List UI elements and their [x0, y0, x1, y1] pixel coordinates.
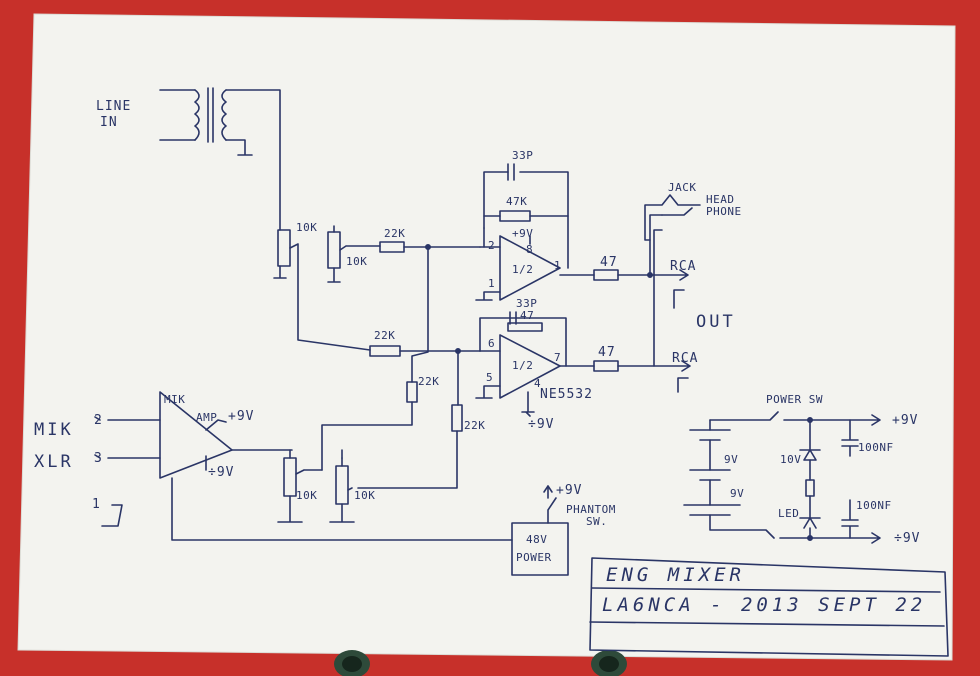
phantom-power-symbol — [511, 485, 569, 576]
phantom-power-box-1: 48V — [526, 533, 548, 546]
line-in-transformer — [159, 87, 281, 231]
bottom-opamp-minus9: ÷9V — [528, 417, 555, 432]
opamp-part-number: NE5532 — [540, 387, 593, 402]
top-opamp-pin8: 8 — [526, 243, 534, 256]
phantom-sw-label-1: PHANTOM — [566, 503, 616, 516]
headphone-label-2: PHONE — [706, 205, 742, 218]
ground-pin-symbol — [101, 504, 123, 527]
mik-amp-symbol — [94, 391, 513, 541]
phantom-power-box-2: POWER — [516, 551, 552, 564]
bottom-opamp-pin6: 6 — [488, 337, 496, 350]
pot-top-right-symbol — [327, 225, 381, 283]
bottom-opamp-pin5: 5 — [486, 371, 494, 384]
opamp-bottom-symbol — [475, 311, 595, 417]
resistor-47k-top-value: 47K — [506, 195, 528, 208]
zener-label: 10V — [780, 453, 802, 466]
title-line-2: LA6NCA - 2013 SEPT 22 — [602, 594, 927, 616]
pot-top-right-value: 10K — [346, 255, 368, 268]
pot-bottom-right-value: 10K — [354, 489, 376, 502]
headphone-jack-symbol — [644, 194, 701, 241]
resistor-22k-top-value: 22K — [384, 227, 406, 240]
resistor-47-bottom-fb-value: 47 — [520, 309, 535, 322]
resistor-47-out-bottom-value: 47 — [598, 345, 616, 360]
xlr-pin-label: 3 — [94, 451, 103, 466]
cap-bottom-label: 100NF — [856, 499, 892, 512]
power-switch-label: POWER SW — [766, 393, 823, 406]
pot-top-left-symbol — [273, 229, 371, 351]
binder-clip-right — [591, 650, 627, 676]
title-block-frame — [589, 557, 949, 657]
mik-amp-minus9: ÷9V — [208, 465, 235, 480]
opamp-top-half-label: 1/2 — [512, 263, 534, 276]
top-opamp-pin2: 2 — [488, 239, 496, 252]
cap-top-label: 100NF — [858, 441, 894, 454]
resistor-47-out-top-symbol — [593, 214, 689, 281]
mik-amp-plus9: +9V — [228, 409, 255, 424]
opamp-top-symbol — [475, 163, 595, 301]
rca-top-label: RCA — [670, 259, 697, 274]
mik-input-label: MIK — [34, 420, 74, 440]
pot-bottom-left-symbol — [277, 449, 323, 523]
top-opamp-pin1: 1 — [554, 259, 562, 272]
pot-bottom-right-symbol — [329, 449, 355, 523]
headphone-label-1: HEAD — [706, 193, 735, 206]
out-label: OUT — [696, 312, 736, 332]
resistor-22k-right-vertical-symbol — [357, 350, 463, 489]
resistor-47-out-top-value: 47 — [600, 255, 618, 270]
pot-bottom-left-value: 10K — [296, 489, 318, 502]
mik-amp-label-1: MIK — [164, 393, 186, 406]
title-line-1: ENG MIXER — [606, 564, 745, 586]
battery-top-label: 9V — [724, 453, 739, 466]
line-in-label-1: LINE — [96, 99, 132, 114]
ground-pin-label: 1 — [92, 497, 101, 512]
bottom-opamp-pin7: 7 — [554, 351, 562, 364]
resistor-22k-right-value: 22K — [464, 419, 486, 432]
jack-label: JACK — [668, 181, 697, 194]
top-opamp-pin3: 1 — [488, 277, 496, 290]
cap-33p-bottom-value: 33P — [516, 297, 538, 310]
resistor-22k-vertical-value: 22K — [418, 375, 440, 388]
mik-amp-label-2: AMP — [196, 411, 218, 424]
resistor-22k-vertical-symbol — [321, 246, 429, 471]
mik-pin-label: 2 — [94, 413, 103, 428]
xlr-input-label: XLR — [34, 452, 74, 472]
resistor-22k-bottom-value: 22K — [374, 329, 396, 342]
resistor-47-out-bottom-symbol — [593, 229, 691, 393]
battery-bottom-label: 9V — [730, 487, 745, 500]
paper-sheet — [17, 13, 956, 661]
rca-bottom-label: RCA — [672, 351, 699, 366]
line-in-label-2: IN — [100, 115, 118, 130]
led-label: LED — [778, 507, 800, 520]
pot-top-left-value: 10K — [296, 221, 318, 234]
phantom-sw-label-2: SW. — [586, 515, 608, 528]
opamp-bottom-half-label: 1/2 — [512, 359, 534, 372]
phantom-plus9: +9V — [556, 483, 583, 498]
power-plus9: +9V — [892, 413, 919, 428]
power-minus9: ÷9V — [894, 531, 921, 546]
cap-33p-top-value: 33P — [512, 149, 534, 162]
power-supply-symbol — [683, 411, 881, 544]
binder-clip-left — [334, 650, 370, 676]
bottom-opamp-pin4: 4 — [534, 377, 542, 390]
top-opamp-plus9: +9V — [512, 227, 534, 240]
